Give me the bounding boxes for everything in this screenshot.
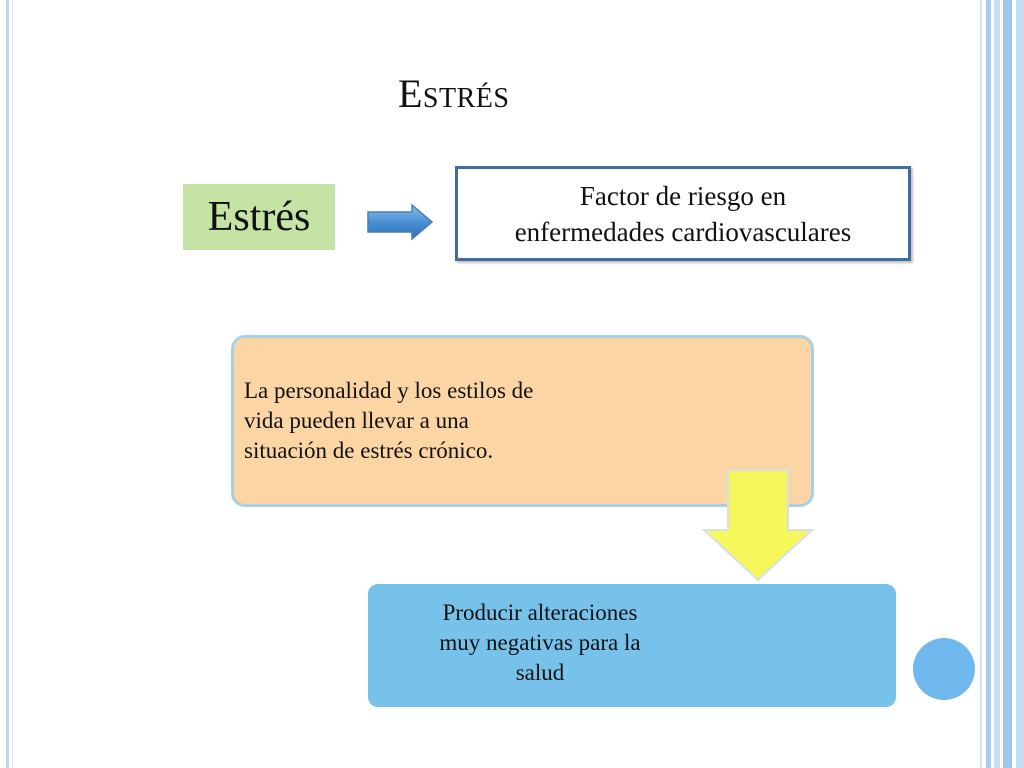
decorative-circle [913,638,975,700]
personality-box: La personalidad y los estilos de vida pu… [231,335,814,507]
estres-label: Estrés [207,194,311,240]
personality-text: La personalidad y los estilos de vida pu… [244,376,644,466]
health-effect-line-1: Producir alteraciones [442,600,638,625]
slide-border-left [6,0,9,768]
risk-factor-line-2: enfermedades cardiovasculares [514,216,852,247]
risk-factor-box: Factor de riesgo en enfermedades cardiov… [455,166,911,261]
slide-title: Estrés [398,71,510,116]
health-effect-line-2: muy negativas para la [439,630,641,655]
personality-line-2: vida pueden llevar a una [244,408,469,433]
slide-border-left-inner [12,0,13,768]
health-effect-line-3: salud [515,660,565,685]
health-effect-box: Producir alteraciones muy negativas para… [368,584,896,707]
slide-border-right [978,0,1024,768]
personality-line-1: La personalidad y los estilos de [244,378,534,403]
down-arrow-icon [701,469,815,582]
personality-line-3: situación de estrés crónico. [244,438,494,463]
health-effect-text: Producir alteraciones muy negativas para… [390,598,690,688]
right-arrow-icon [367,203,434,241]
estres-box: Estrés [183,184,335,250]
risk-factor-line-1: Factor de riesgo en [579,180,787,211]
